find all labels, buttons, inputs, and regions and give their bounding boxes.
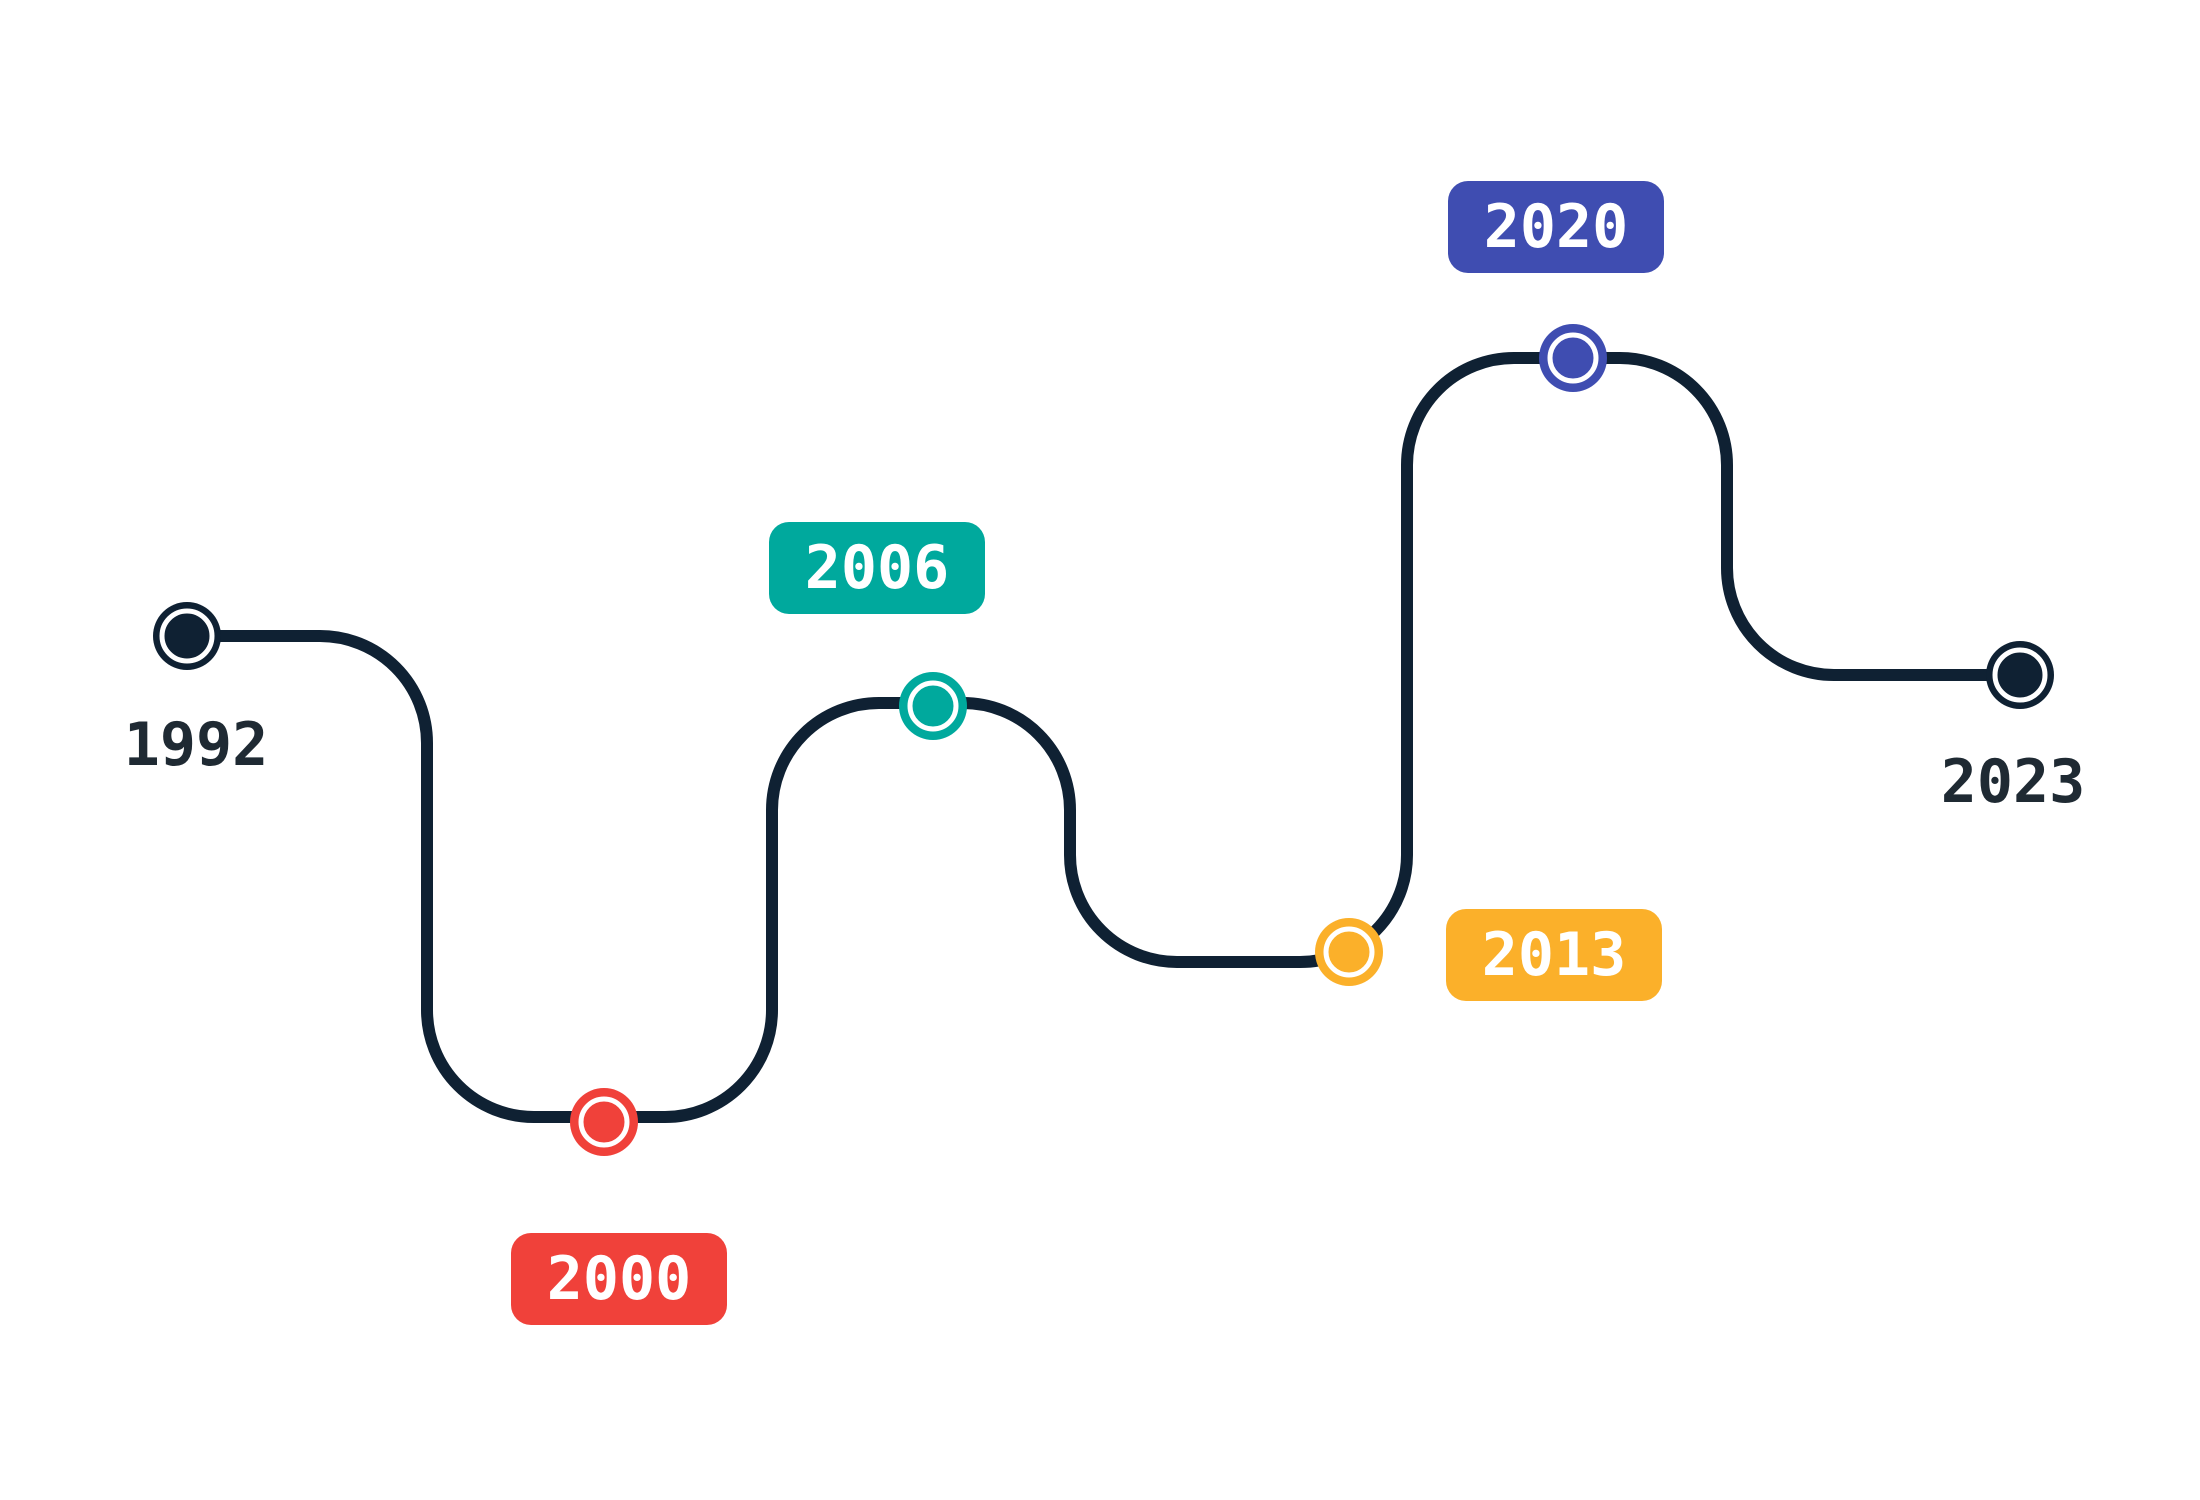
milestone-2000[interactable]: 2000 [511, 1088, 727, 1325]
year-label-2023: 2023 [1941, 747, 2086, 817]
milestone-2023[interactable]: 2023 [1941, 641, 2086, 817]
year-label-2006: 2006 [805, 533, 950, 603]
year-badge-2000 [511, 1233, 727, 1325]
year-label-2020: 2020 [1484, 192, 1629, 262]
year-label-2000: 2000 [547, 1244, 692, 1314]
year-label-2013: 2013 [1482, 920, 1627, 990]
year-badge-2006 [769, 522, 985, 614]
timeline-path [181, 352, 2026, 1123]
year-label-1992: 1992 [124, 710, 269, 780]
milestone-2020[interactable]: 2020 [1448, 181, 1664, 392]
milestone-2006[interactable]: 2006 [769, 522, 985, 740]
milestone-2013[interactable]: 2013 [1315, 909, 1662, 1001]
milestone-1992[interactable]: 1992 [124, 602, 269, 780]
year-badge-2020 [1448, 181, 1664, 273]
year-badge-2013 [1446, 909, 1662, 1001]
